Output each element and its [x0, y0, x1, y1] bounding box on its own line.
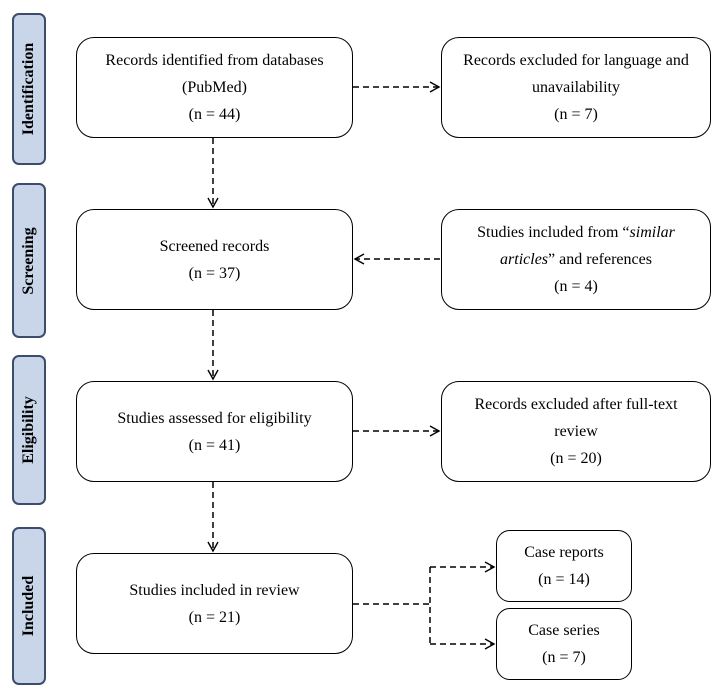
box-excluded-fulltext: Records excluded after full-text review … — [441, 381, 711, 482]
box-assessed-eligibility: Studies assessed for eligibility (n = 41… — [76, 381, 353, 482]
box-screened-records: Screened records (n = 37) — [76, 209, 353, 310]
box-studies-similar: Studies included from “similar articles”… — [441, 209, 711, 310]
box-studies-similar-line1: Studies included from “similar — [477, 219, 675, 246]
stage-included: Included — [12, 527, 46, 685]
box-studies-similar-italic2: articles — [500, 251, 549, 268]
box-screened-records-line1: Screened records — [159, 237, 270, 255]
stage-eligibility: Eligibility — [12, 355, 46, 505]
box-studies-similar-italic1: similar — [629, 224, 675, 241]
box-case-reports: Case reports (n = 14) — [496, 530, 632, 602]
box-records-excluded-language-line1: Records excluded for language and — [463, 52, 689, 69]
box-records-excluded-language-line2: unavailability — [532, 79, 620, 96]
box-records-identified-count: (n = 44) — [188, 106, 241, 123]
box-case-reports-line1: Case reports — [524, 544, 604, 561]
box-case-series-line1: Case series — [528, 622, 600, 639]
box-included-review-line1: Studies included in review — [129, 581, 300, 599]
box-excluded-fulltext-line1: Records excluded after full-text — [474, 396, 678, 413]
box-studies-similar-suffix: ” and references — [548, 251, 652, 268]
box-screened-records-count: (n = 37) — [188, 264, 241, 282]
stage-label-screening: Screening — [20, 226, 37, 295]
box-records-identified-line1: Records identified from databases — [105, 52, 324, 69]
box-case-reports-count: (n = 14) — [538, 571, 590, 588]
box-records-excluded-language: Records excluded for language and unavai… — [441, 37, 711, 138]
box-included-review: Studies included in review (n = 21) — [76, 553, 353, 654]
stage-identification: Identification — [12, 13, 46, 165]
stage-label-identification: Identification — [20, 42, 37, 136]
box-studies-similar-line2: articles” and references — [500, 246, 652, 273]
box-records-identified-line2: (PubMed) — [182, 79, 247, 96]
box-case-series-count: (n = 7) — [542, 649, 586, 666]
box-assessed-eligibility-count: (n = 41) — [188, 436, 241, 454]
box-assessed-eligibility-line1: Studies assessed for eligibility — [117, 409, 312, 427]
box-case-series: Case series (n = 7) — [496, 608, 632, 680]
stage-label-eligibility: Eligibility — [20, 396, 37, 464]
stage-label-included: Included — [20, 575, 37, 637]
box-records-excluded-language-count: (n = 7) — [554, 106, 598, 123]
box-records-identified: Records identified from databases (PubMe… — [76, 37, 353, 138]
box-studies-similar-prefix: Studies included from “ — [477, 224, 630, 241]
box-excluded-fulltext-count: (n = 20) — [550, 450, 602, 467]
box-included-review-count: (n = 21) — [188, 608, 241, 626]
box-studies-similar-count: (n = 4) — [554, 278, 598, 295]
stage-screening: Screening — [12, 183, 46, 338]
box-excluded-fulltext-line2: review — [554, 423, 598, 440]
